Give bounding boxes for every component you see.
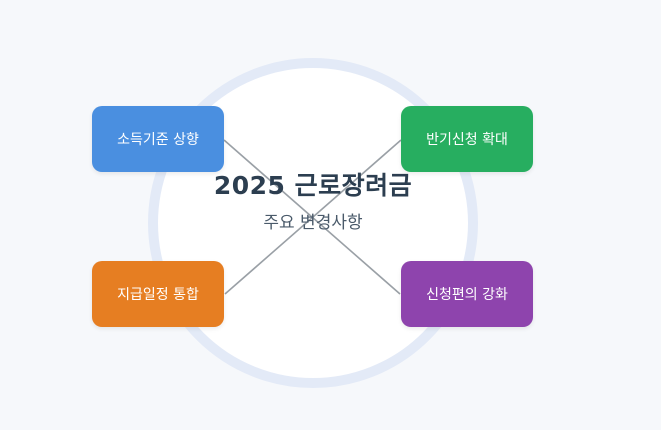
node-payment-schedule[interactable]: 지급일정 통합 xyxy=(92,261,224,327)
node-label: 지급일정 통합 xyxy=(117,287,199,303)
node-label: 신청편의 강화 xyxy=(426,287,508,303)
diagram-title: 2025 근로장려금 xyxy=(213,171,413,200)
diagram-subtitle: 주요 변경사항 xyxy=(263,213,363,233)
node-label: 반기신청 확대 xyxy=(426,132,508,148)
node-income-criteria[interactable]: 소득기준 상향 xyxy=(92,106,224,172)
node-application-convenience[interactable]: 신청편의 강화 xyxy=(401,261,533,327)
node-half-year-application[interactable]: 반기신청 확대 xyxy=(401,106,533,172)
node-label: 소득기준 상향 xyxy=(117,132,199,148)
connector-top-right xyxy=(224,139,402,295)
